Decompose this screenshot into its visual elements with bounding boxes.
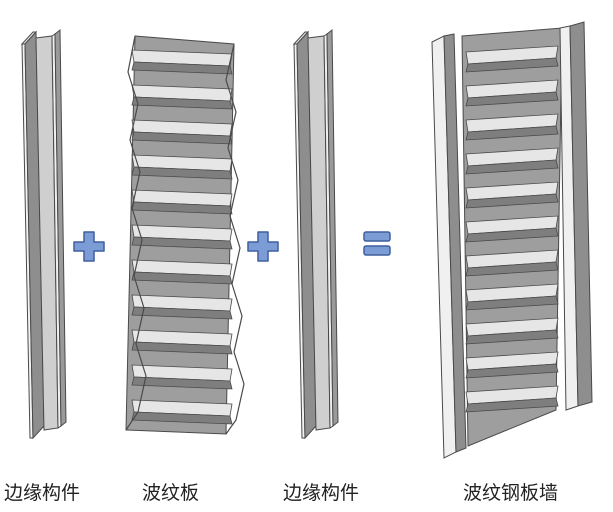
corrugation-shadow: [465, 227, 559, 243]
corrugation-shadow: [131, 96, 233, 110]
corrugation-shadow: [465, 57, 559, 73]
corrugation-shadow: [131, 61, 233, 75]
corrugated-plate: [125, 35, 245, 435]
corrugation-shadow: [465, 329, 559, 345]
plus-icon: [73, 231, 105, 262]
corrugation-shadow: [131, 376, 233, 390]
corrugation-shadow: [465, 261, 559, 277]
corrugated-steel-wall: [431, 21, 593, 459]
edge-member-right: [292, 28, 339, 440]
corrugation-shadow: [131, 411, 233, 425]
corrugation-shadow: [465, 125, 559, 141]
corrugation-shadow: [465, 193, 559, 209]
label-corrugated-plate: 波纹板: [142, 482, 200, 504]
corrugation-shadow: [465, 295, 559, 311]
label-corrugated-steel-wall: 波纹钢板墙: [463, 482, 559, 504]
corrugation-shadow: [465, 91, 559, 107]
corrugation-shadow: [131, 236, 233, 250]
label-edge-member-right: 边缘构件: [283, 482, 360, 504]
edge-member-left: [20, 28, 67, 440]
corrugation-shadow: [465, 363, 559, 379]
corrugation-shadow: [465, 397, 559, 413]
label-edge-member-left: 边缘构件: [4, 482, 81, 504]
corrugation-shadow: [465, 159, 559, 175]
corrugation-shadow: [131, 166, 233, 180]
corrugation-shadow: [131, 131, 233, 145]
plus-icon: [247, 231, 279, 262]
corrugation-shadow: [131, 341, 233, 355]
equals-icon: [363, 231, 391, 256]
corrugation-shadow: [131, 306, 233, 320]
